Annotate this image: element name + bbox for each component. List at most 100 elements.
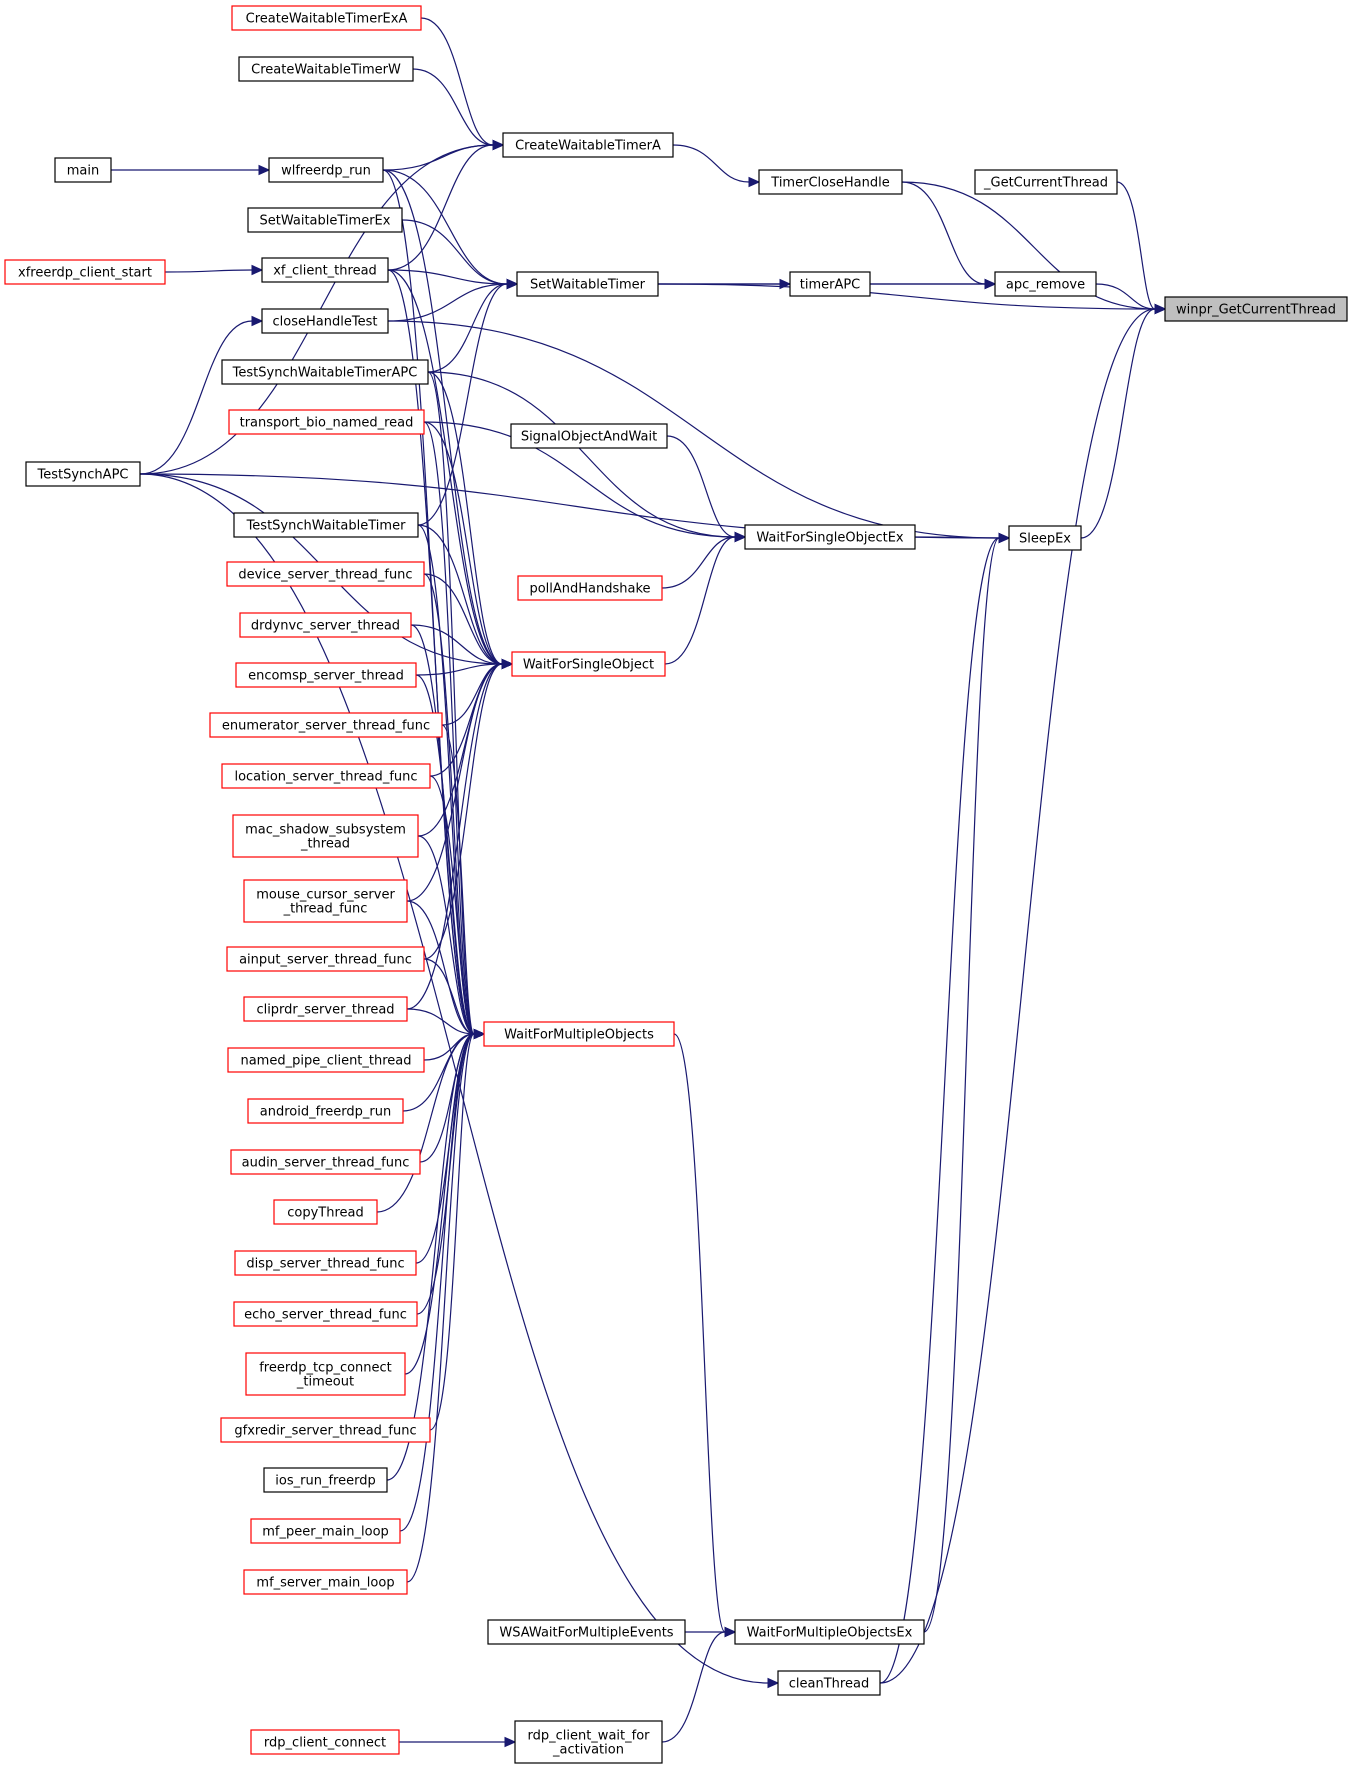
node-rdp-client-wait-for-activation[interactable]: rdp_client_wait_for_activation — [514, 1720, 663, 1764]
node-box[interactable] — [758, 169, 903, 195]
node-device-server-thread-func[interactable]: device_server_thread_func — [226, 561, 425, 587]
node-createwaitabletimera[interactable]: CreateWaitableTimerA — [502, 132, 674, 158]
node-testsynchwaitabletimerapc[interactable]: TestSynchWaitableTimerAPC — [221, 359, 429, 385]
node-box[interactable] — [261, 308, 389, 334]
node-box[interactable] — [1164, 296, 1348, 322]
node-named-pipe-client-thread[interactable]: named_pipe_client_thread — [227, 1047, 425, 1073]
node-box[interactable] — [233, 1301, 418, 1327]
node-waitforsingleobject[interactable]: WaitForSingleObject — [511, 651, 666, 677]
node-box[interactable] — [517, 575, 663, 601]
node-cliprdr-server-thread[interactable]: cliprdr_server_thread — [243, 996, 408, 1022]
node-box[interactable] — [238, 56, 414, 82]
node-box[interactable] — [514, 1720, 663, 1764]
node-setwaitabletimer[interactable]: SetWaitableTimer — [516, 271, 659, 297]
node-box[interactable] — [250, 1518, 401, 1544]
node-transport-bio-named-read[interactable]: transport_bio_named_read — [228, 409, 425, 435]
node-location-server-thread-func[interactable]: location_server_thread_func — [221, 763, 431, 789]
node-box[interactable] — [226, 946, 425, 972]
node-box[interactable] — [4, 259, 166, 285]
node-waitformultipleobjects[interactable]: WaitForMultipleObjects — [483, 1021, 675, 1047]
node-box[interactable] — [1008, 525, 1082, 551]
node-cleanthread[interactable]: cleanThread — [777, 1670, 881, 1696]
node-ainput-server-thread-func[interactable]: ainput_server_thread_func — [226, 946, 425, 972]
node-box[interactable] — [734, 1619, 925, 1645]
node-xfreerdp-client-start[interactable]: xfreerdp_client_start — [4, 259, 166, 285]
node-box[interactable] — [54, 157, 112, 183]
node-pollandhandshake[interactable]: pollAndHandshake — [517, 575, 663, 601]
node-testsynchwaitabletimer[interactable]: TestSynchWaitableTimer — [233, 512, 419, 538]
node-gfxredir-server-thread-func[interactable]: gfxredir_server_thread_func — [220, 1417, 431, 1443]
node-waitforsingleobjectex[interactable]: WaitForSingleObjectEx — [744, 524, 916, 550]
node-waitformultipleobjectsex[interactable]: WaitForMultipleObjectsEx — [734, 1619, 925, 1645]
node-box[interactable] — [245, 1352, 406, 1396]
node-box[interactable] — [231, 5, 422, 31]
node-mouse-cursor-server-thread-func[interactable]: mouse_cursor_server_thread_func — [243, 879, 408, 923]
node-box[interactable] — [235, 662, 417, 688]
node-box[interactable] — [233, 512, 419, 538]
node-box[interactable] — [777, 1670, 881, 1696]
node-sleepex[interactable]: SleepEx — [1008, 525, 1082, 551]
node-wsawaitformultipleevents[interactable]: WSAWaitForMultipleEvents — [487, 1619, 686, 1645]
node-box[interactable] — [273, 1199, 378, 1225]
node-winpr-getcurrentthread[interactable]: winpr_GetCurrentThread — [1164, 296, 1348, 322]
node--getcurrentthread[interactable]: _GetCurrentThread — [974, 169, 1118, 195]
node-wlfreerdp-run[interactable]: wlfreerdp_run — [268, 157, 384, 183]
node-echo-server-thread-func[interactable]: echo_server_thread_func — [233, 1301, 418, 1327]
node-box[interactable] — [243, 996, 408, 1022]
node-mf-peer-main-loop[interactable]: mf_peer_main_loop — [250, 1518, 401, 1544]
node-box[interactable] — [502, 132, 674, 158]
node-createwaitabletimerexa[interactable]: CreateWaitableTimerExA — [231, 5, 422, 31]
node-box[interactable] — [243, 879, 408, 923]
node-box[interactable] — [228, 409, 425, 435]
node-box[interactable] — [232, 814, 419, 858]
node-copythread[interactable]: copyThread — [273, 1199, 378, 1225]
node-disp-server-thread-func[interactable]: disp_server_thread_func — [234, 1250, 417, 1276]
node-box[interactable] — [227, 1047, 425, 1073]
node-xf-client-thread[interactable]: xf_client_thread — [261, 257, 389, 283]
node-createwaitabletimerw[interactable]: CreateWaitableTimerW — [238, 56, 414, 82]
node-box[interactable] — [974, 169, 1118, 195]
node-box[interactable] — [510, 423, 668, 449]
node-box[interactable] — [239, 612, 412, 638]
node-box[interactable] — [220, 1417, 431, 1443]
node-box[interactable] — [243, 1569, 408, 1595]
node-freerdp-tcp-connect-timeout[interactable]: freerdp_tcp_connect_timeout — [245, 1352, 406, 1396]
node-mf-server-main-loop[interactable]: mf_server_main_loop — [243, 1569, 408, 1595]
node-box[interactable] — [789, 271, 871, 297]
node-testsynchapc[interactable]: TestSynchAPC — [25, 461, 141, 487]
node-box[interactable] — [234, 1250, 417, 1276]
node-box[interactable] — [744, 524, 916, 550]
node-audin-server-thread-func[interactable]: audin_server_thread_func — [230, 1149, 421, 1175]
node-box[interactable] — [247, 207, 403, 233]
node-box[interactable] — [994, 271, 1097, 297]
node-box[interactable] — [25, 461, 141, 487]
node-closehandletest[interactable]: closeHandleTest — [261, 308, 389, 334]
node-box[interactable] — [209, 712, 443, 738]
node-box[interactable] — [250, 1729, 400, 1755]
node-box[interactable] — [230, 1149, 421, 1175]
node-signalobjectandwait[interactable]: SignalObjectAndWait — [510, 423, 668, 449]
node-box[interactable] — [226, 561, 425, 587]
node-main[interactable]: main — [54, 157, 112, 183]
node-android-freerdp-run[interactable]: android_freerdp_run — [247, 1098, 404, 1124]
node-ios-run-freerdp[interactable]: ios_run_freerdp — [263, 1467, 388, 1493]
node-rdp-client-connect[interactable]: rdp_client_connect — [250, 1729, 400, 1755]
node-encomsp-server-thread[interactable]: encomsp_server_thread — [235, 662, 417, 688]
node-apc-remove[interactable]: apc_remove — [994, 271, 1097, 297]
node-box[interactable] — [263, 1467, 388, 1493]
node-enumerator-server-thread-func[interactable]: enumerator_server_thread_func — [209, 712, 443, 738]
node-box[interactable] — [221, 359, 429, 385]
node-timerclosehandle[interactable]: TimerCloseHandle — [758, 169, 903, 195]
node-box[interactable] — [247, 1098, 404, 1124]
node-timerapc[interactable]: timerAPC — [789, 271, 871, 297]
node-setwaitabletimerex[interactable]: SetWaitableTimerEx — [247, 207, 403, 233]
node-box[interactable] — [483, 1021, 675, 1047]
node-box[interactable] — [221, 763, 431, 789]
node-box[interactable] — [268, 157, 384, 183]
node-box[interactable] — [261, 257, 389, 283]
node-drdynvc-server-thread[interactable]: drdynvc_server_thread — [239, 612, 412, 638]
node-mac-shadow-subsystem-thread[interactable]: mac_shadow_subsystem_thread — [232, 814, 419, 858]
node-box[interactable] — [487, 1619, 686, 1645]
node-box[interactable] — [511, 651, 666, 677]
node-box[interactable] — [516, 271, 659, 297]
